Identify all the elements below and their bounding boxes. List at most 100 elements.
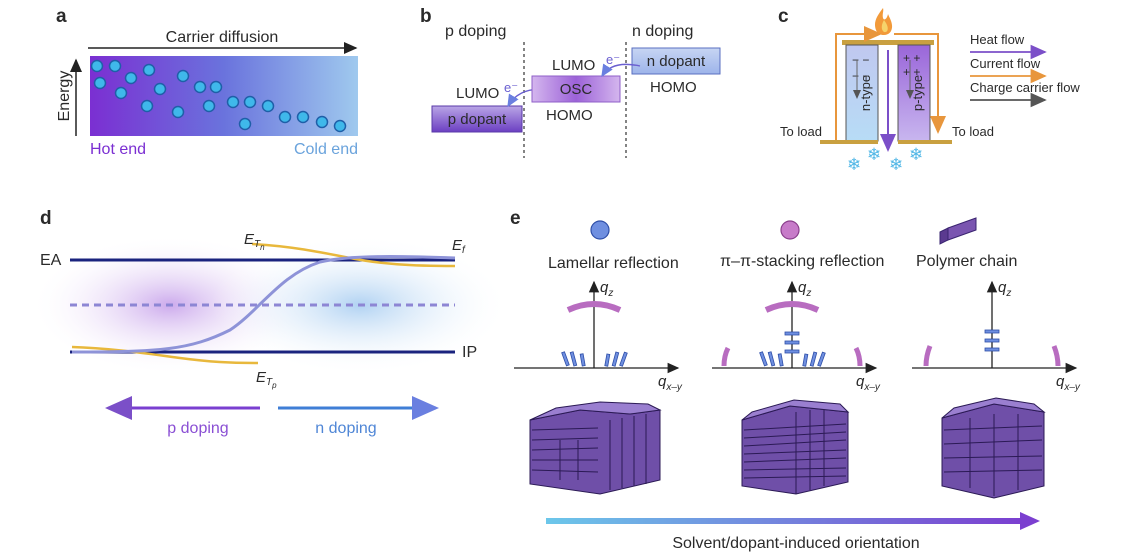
- ef-label: Ef: [452, 237, 466, 256]
- etp-subsub: p: [271, 381, 277, 390]
- snowflake-icon: ❄: [909, 145, 923, 164]
- pi-arc-3-right: [1051, 345, 1061, 367]
- etn-sub: T: [254, 239, 261, 250]
- panel-letter-a: a: [56, 6, 67, 27]
- n-doping-label: n doping: [632, 23, 693, 40]
- ef-main: E: [452, 237, 463, 254]
- qz-label-1: qz: [600, 279, 613, 299]
- pi-arc-2-right: [853, 346, 863, 367]
- pi-arc-2-left: [721, 346, 731, 367]
- orientation-arrow-shaft: [546, 518, 1022, 524]
- current-flow-left: [835, 26, 882, 140]
- carrier-dot: [261, 99, 275, 113]
- p-type-leg: [897, 44, 931, 142]
- carrier-dot: [90, 59, 104, 73]
- electron-left-label: e⁻: [504, 80, 518, 95]
- carrier-dot: [238, 117, 252, 131]
- carrier-dot: [114, 86, 128, 100]
- bottom-electrode-left: [820, 140, 878, 144]
- to-load-right-label: To load: [952, 124, 994, 139]
- osc-box: [531, 75, 621, 103]
- cold-end-label: Cold end: [294, 141, 358, 158]
- lumo-left-label: LUMO: [456, 85, 499, 102]
- carrier-dot: [142, 63, 156, 77]
- carrier-dot: [93, 76, 107, 90]
- polymer-chain-label: Polymer chain: [916, 253, 1017, 270]
- carrier-dot: [202, 99, 216, 113]
- energy-label: Energy: [56, 71, 73, 122]
- polymer-block-edge-on: [741, 399, 850, 495]
- orientation-arrow-head: [1020, 512, 1040, 530]
- n-dopant-label: n dopant: [647, 53, 706, 70]
- snowflake-icons: ❄ ❄ ❄ ❄: [847, 145, 923, 174]
- carrier-dot: [171, 105, 185, 119]
- osc-label: OSC: [560, 81, 593, 98]
- etp-main: E: [256, 369, 267, 386]
- carrier-diffusion-label: Carrier diffusion: [166, 29, 279, 46]
- carrier-dot: [124, 71, 138, 85]
- hole-signs: + +: [903, 51, 920, 65]
- panel-a: a Carrier diffusion Energy: [56, 6, 358, 158]
- carrier-dot: [226, 95, 240, 109]
- carrier-dot: [193, 80, 207, 94]
- ip-label: IP: [462, 344, 477, 361]
- panel-b: b p doping n doping p dopant LUMO e⁻ OSC…: [420, 6, 721, 158]
- ef-sub: f: [462, 245, 466, 256]
- p-dopant-label: p dopant: [448, 111, 507, 128]
- qxy-label-1: qx–y: [658, 373, 683, 393]
- qz-main: q: [998, 279, 1007, 296]
- p-doping-label: p doping: [445, 23, 506, 40]
- carrier-dot: [176, 69, 190, 83]
- p-doping-label-d: p doping: [167, 420, 228, 437]
- legend-heat-flow: Heat flow: [970, 32, 1025, 47]
- snowflake-icon: ❄: [867, 145, 881, 164]
- snowflake-icon: ❄: [847, 155, 861, 174]
- carrier-dots: [90, 59, 347, 133]
- legend-current-flow: Current flow: [970, 56, 1041, 71]
- lumo-mid-label: LUMO: [552, 57, 595, 74]
- electron-signs: − −: [852, 53, 869, 67]
- etn-main: E: [244, 231, 255, 248]
- to-load-left-label: To load: [780, 124, 822, 139]
- n-dopant-box: [631, 47, 721, 75]
- carrier-dot: [153, 82, 167, 96]
- n-type-leg: [845, 44, 879, 142]
- n-doping-label-d: n doping: [315, 420, 376, 437]
- panel-d: d EA IP ETn ETp Ef p doping n doping: [30, 208, 510, 437]
- qxy-sub: x–y: [665, 382, 683, 393]
- electron-transfer-arrow-right: [601, 63, 641, 78]
- qz-label-3: qz: [998, 279, 1011, 299]
- lamellar-reflection-icon: [590, 220, 610, 240]
- homo-mid-label: HOMO: [546, 107, 593, 124]
- qz-sub: z: [607, 288, 613, 299]
- qz-label-2: qz: [798, 279, 811, 299]
- carrier-dot: [108, 59, 122, 73]
- panel-e: e Lamellar reflection π–π-stacking refle…: [510, 208, 1081, 552]
- orientation-arrow: [546, 512, 1040, 530]
- etp-label: ETp: [256, 369, 277, 390]
- pi-arc-3-left: [923, 345, 933, 367]
- panel-letter-d: d: [40, 208, 52, 229]
- n-type-label: n-type: [858, 75, 873, 111]
- carrier-dot: [209, 80, 223, 94]
- fermi-level-curve: [71, 255, 456, 354]
- carrier-dot: [278, 110, 292, 124]
- qz-sub: z: [1005, 288, 1011, 299]
- lamellar-ticks-2: [759, 331, 826, 367]
- panel-letter-e: e: [510, 208, 521, 229]
- electron-signs: − −: [852, 69, 869, 83]
- qxy-main: q: [658, 373, 667, 390]
- scattering-pattern-3: qz qx–y: [912, 279, 1081, 393]
- etn-subsub: n: [260, 243, 265, 252]
- panel-letter-b: b: [420, 6, 432, 27]
- etn-label: ETn: [244, 231, 265, 252]
- qxy-label-2: qx–y: [856, 373, 881, 393]
- qxy-label-3: qx–y: [1056, 373, 1081, 393]
- qz-main: q: [798, 279, 807, 296]
- diffusion-gradient-bar: [90, 56, 358, 136]
- electron-right-label: e⁻: [606, 52, 620, 67]
- p-dopant-box: [431, 105, 523, 133]
- panel-c-legend: Heat flow Current flow Charge carrier fl…: [970, 32, 1080, 108]
- pi-arc-1: [566, 301, 622, 313]
